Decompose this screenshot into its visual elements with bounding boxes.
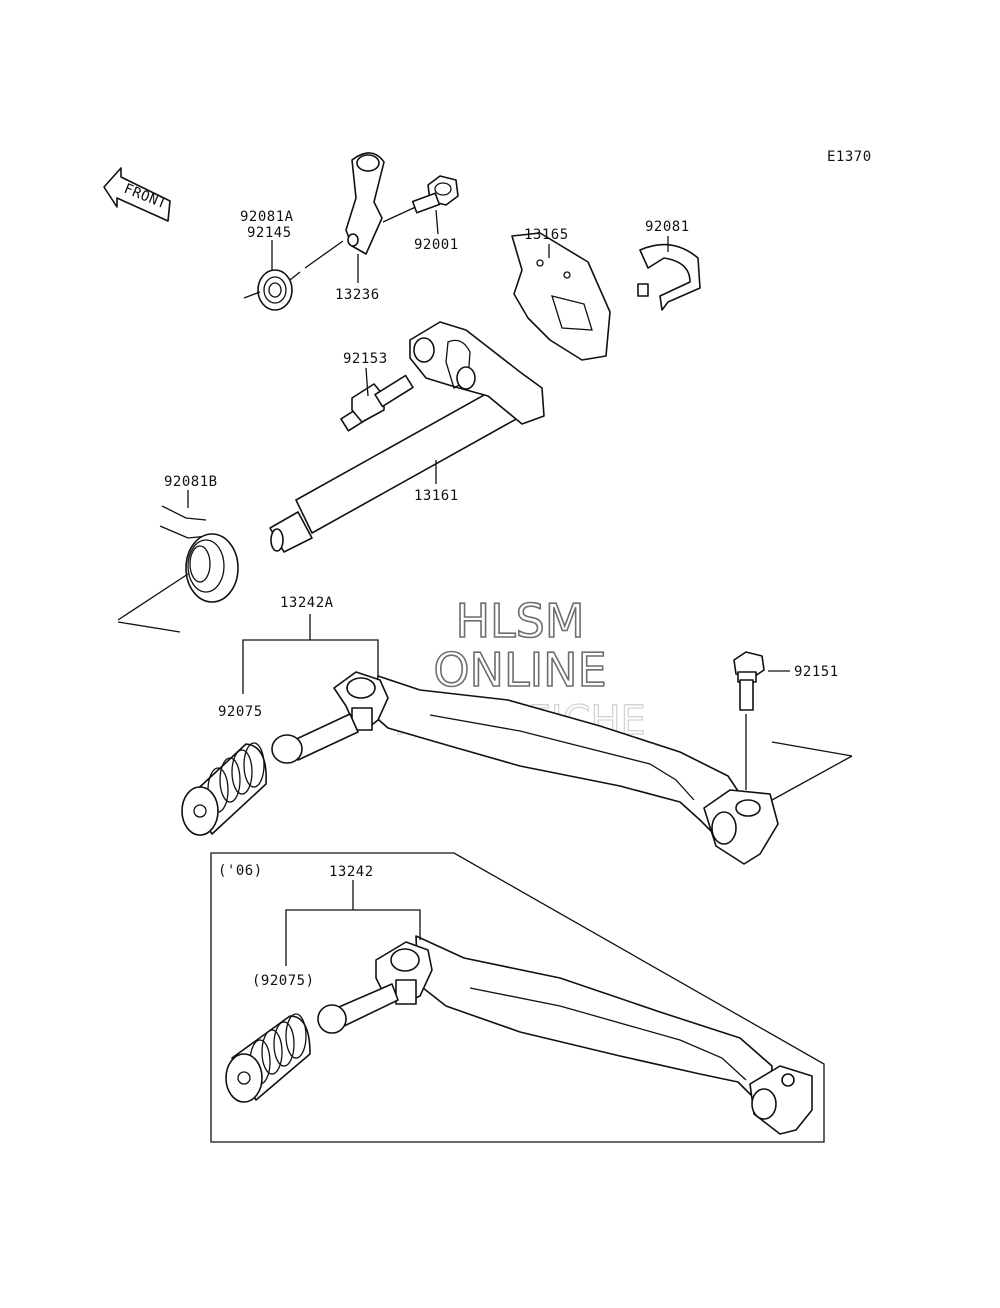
part-92075-rubber[interactable]	[181, 742, 267, 836]
label-92075-alt: (92075)	[252, 973, 315, 989]
label-13165: 13165	[524, 227, 569, 243]
label-92153: 92153	[343, 351, 388, 367]
label-92081: 92081	[645, 219, 690, 235]
inset-label: ('06)	[218, 863, 263, 879]
front-arrow-icon: FRONT	[103, 167, 171, 222]
part-92151-bolt[interactable]	[733, 651, 853, 801]
part-13242A-shift-pedal[interactable]	[271, 671, 779, 865]
watermark-line1: HLSM	[455, 594, 584, 648]
part-92081B-spring[interactable]	[117, 505, 239, 633]
label-13242A: 13242A	[280, 595, 334, 611]
part-13161-shift-shaft[interactable]	[269, 321, 545, 553]
label-13161: 13161	[414, 488, 459, 504]
label-92145: 92145	[247, 225, 292, 241]
part-92081A-spring[interactable]	[243, 269, 301, 311]
inset-box	[210, 852, 825, 1143]
part-92081-clip[interactable]	[637, 243, 701, 311]
part-13242-shift-pedal[interactable]	[317, 935, 813, 1135]
leader-lines	[187, 209, 790, 966]
label-92081A: 92081A	[240, 209, 294, 225]
label-13242: 13242	[329, 864, 374, 880]
label-92001: 92001	[414, 237, 459, 253]
label-92075: 92075	[218, 704, 263, 720]
part-92001-bolt[interactable]	[411, 175, 459, 214]
part-13236-arm[interactable]	[304, 152, 421, 269]
diagram-code: E1370	[827, 149, 872, 165]
part-13165-plate[interactable]	[511, 232, 611, 361]
part-92153-pin[interactable]	[340, 374, 414, 432]
watermark-line2: ONLINE	[433, 643, 606, 697]
label-92081B: 92081B	[164, 474, 218, 490]
label-92151: 92151	[794, 664, 839, 680]
part-92075-rubber-inset[interactable]	[225, 1013, 311, 1103]
label-13236: 13236	[335, 287, 380, 303]
